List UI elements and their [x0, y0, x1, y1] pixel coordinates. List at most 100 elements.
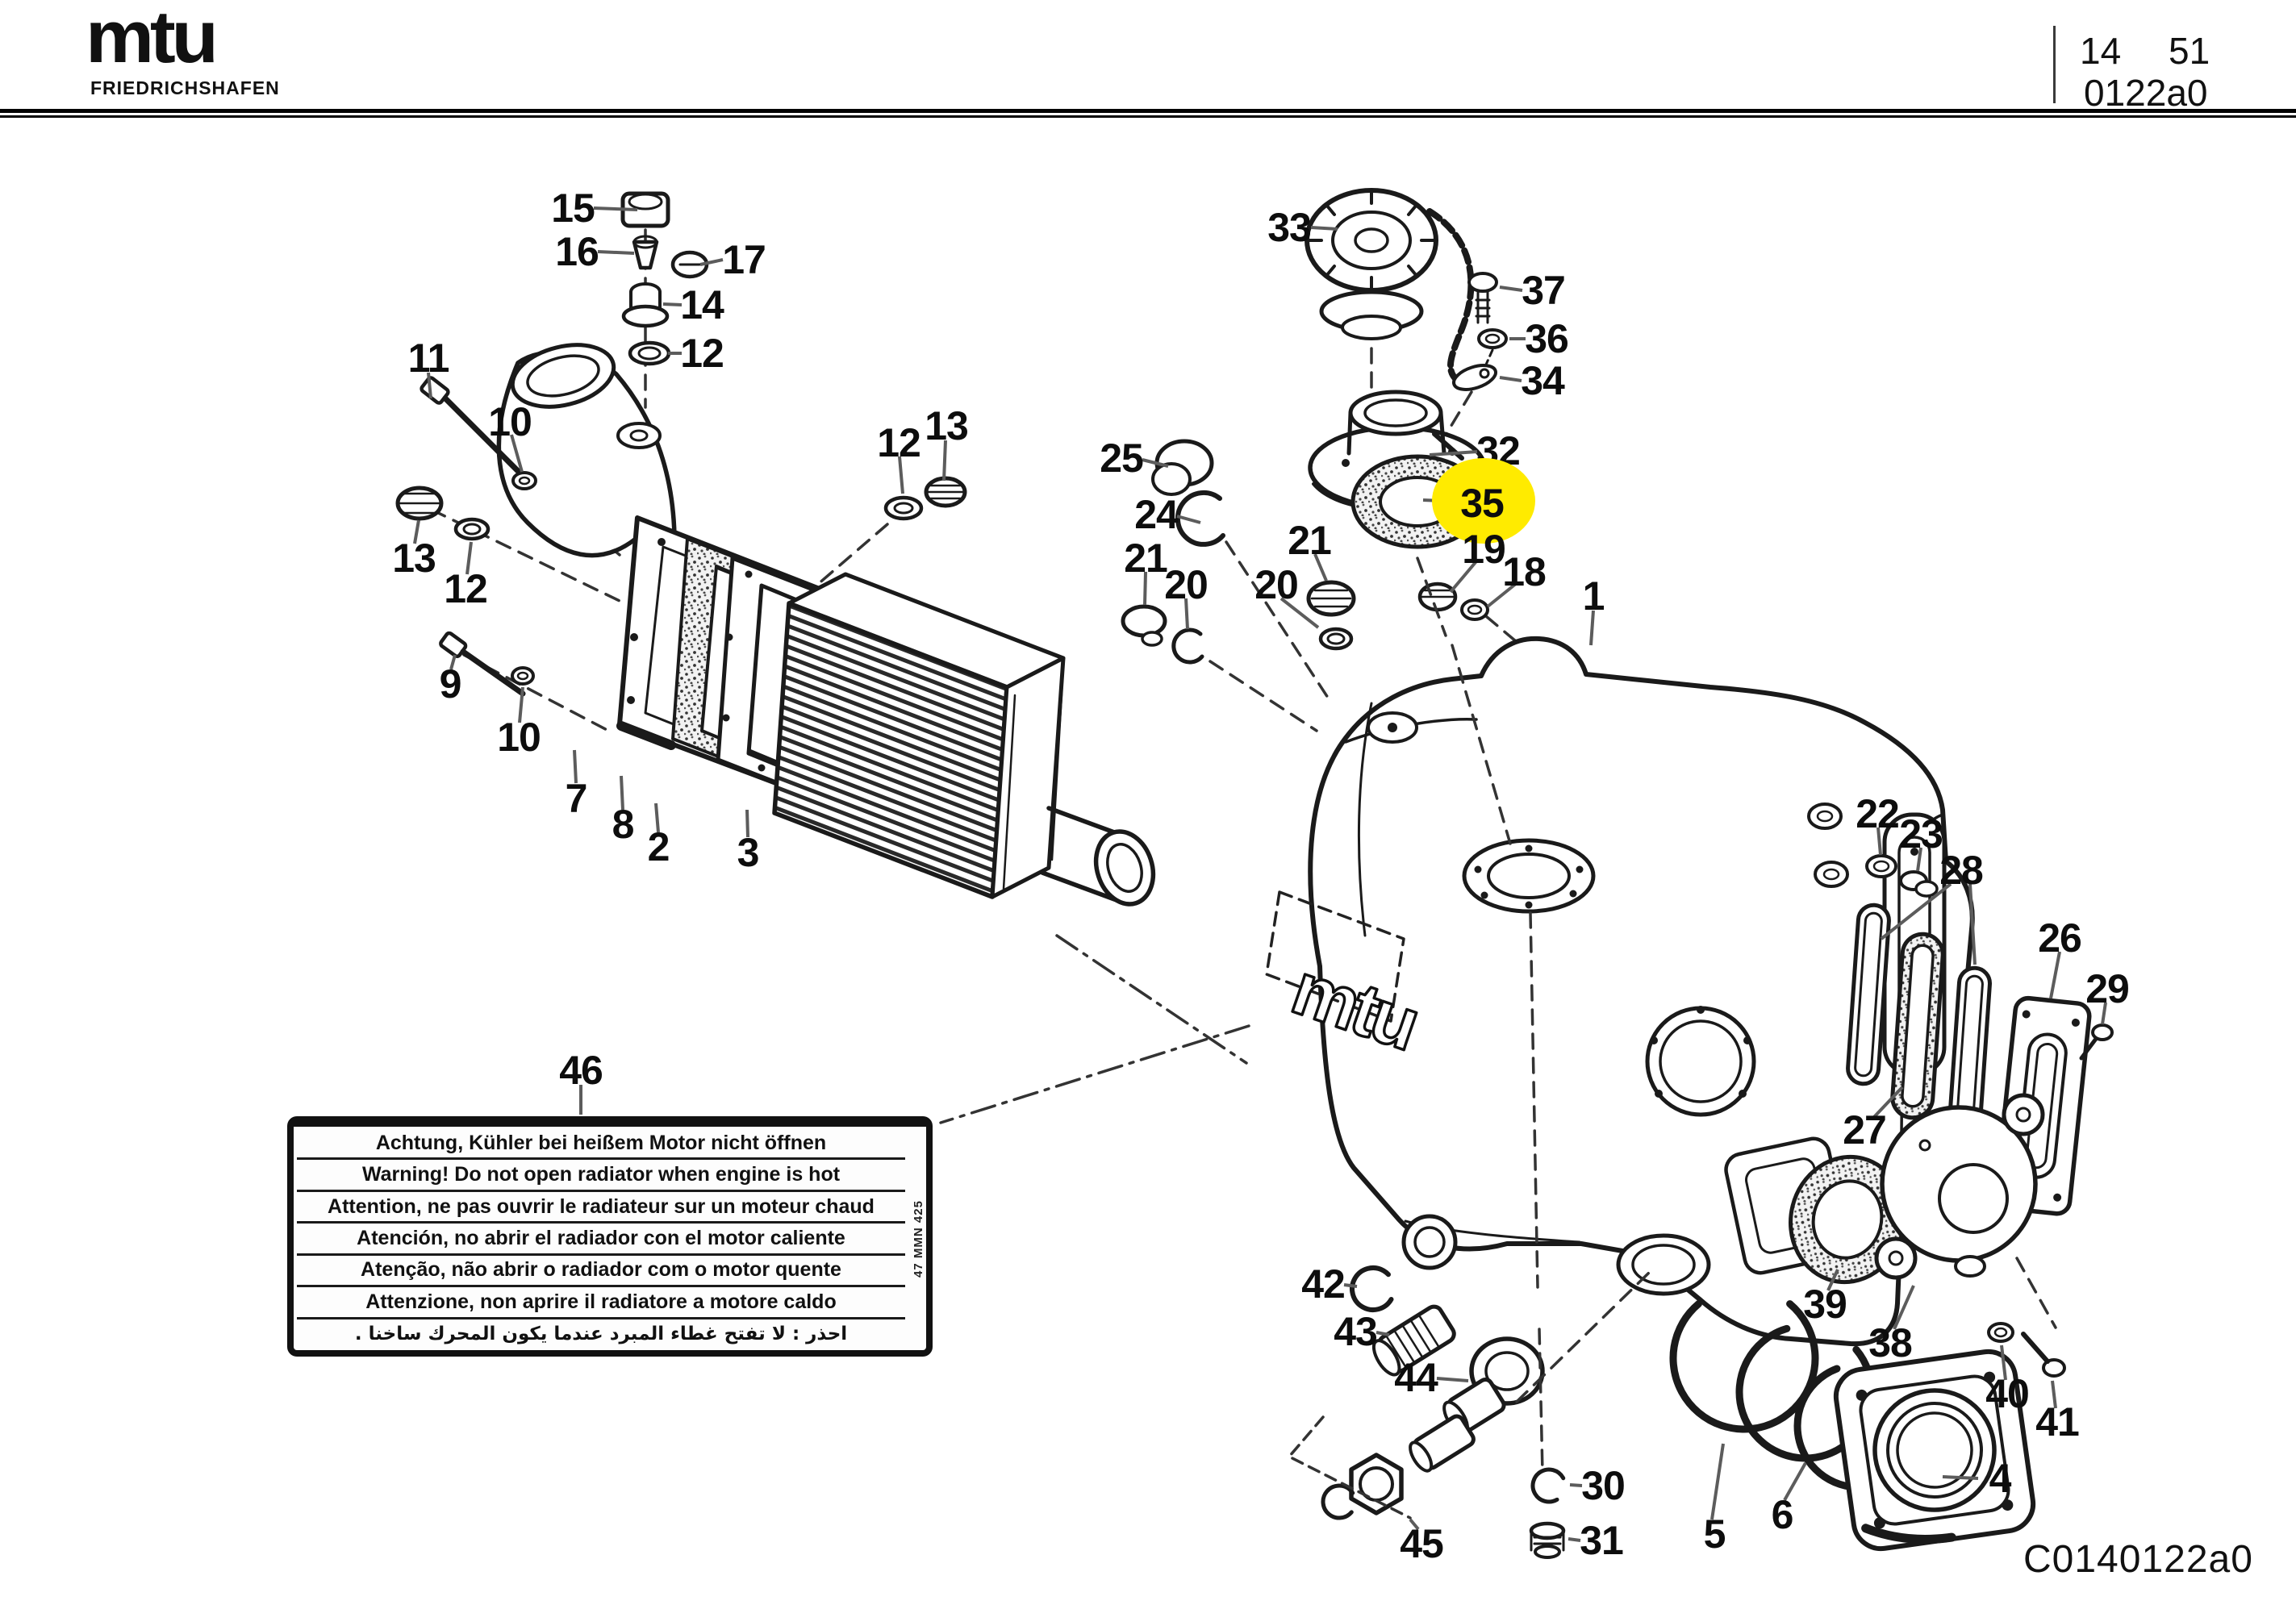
callout-17[interactable]: 17	[722, 237, 766, 282]
callout-20[interactable]: 20	[1254, 562, 1299, 607]
leader-line-24	[1176, 515, 1201, 524]
warning-line-ar: احذر : لا تفتح غطاء المبرد عندما يكون ال…	[354, 1323, 848, 1344]
callout-43[interactable]: 43	[1334, 1309, 1378, 1354]
callout-5[interactable]: 5	[1703, 1511, 1726, 1557]
callout-12[interactable]: 12	[877, 420, 921, 465]
callout-32[interactable]: 32	[1476, 428, 1521, 473]
leader-line-3	[745, 809, 749, 838]
callout-44[interactable]: 44	[1394, 1355, 1438, 1400]
callout-21[interactable]: 21	[1288, 518, 1332, 563]
leader-line-2	[654, 802, 660, 833]
callout-21[interactable]: 21	[1124, 536, 1168, 581]
parts-oval-rings-27-28	[1846, 903, 1992, 1151]
callout-11[interactable]: 11	[407, 336, 450, 381]
leader-line-25	[1142, 458, 1169, 468]
part-screw-29	[2079, 1023, 2114, 1061]
callout-31[interactable]: 31	[1580, 1518, 1624, 1563]
leader-line-10	[518, 686, 524, 723]
leader-line-27	[1872, 1086, 1904, 1119]
leader-line-41	[2051, 1380, 2057, 1409]
callout-23[interactable]: 23	[1899, 811, 1943, 857]
callout-14[interactable]: 14	[680, 282, 724, 327]
leader-line-40	[2000, 1344, 2007, 1381]
callout-25[interactable]: 25	[1100, 436, 1144, 481]
callout-19[interactable]: 19	[1462, 527, 1506, 572]
footer-drawing-code: C0140122a0	[2023, 1538, 2253, 1581]
header-rule-thick	[0, 109, 2296, 113]
leader-line-17	[699, 258, 724, 266]
callout-13[interactable]: 13	[925, 403, 969, 448]
callout-39[interactable]: 39	[1803, 1282, 1847, 1327]
callout-9[interactable]: 9	[439, 661, 462, 707]
callout-34[interactable]: 34	[1521, 358, 1565, 403]
callout-37[interactable]: 37	[1522, 268, 1566, 313]
callout-12[interactable]: 12	[444, 566, 488, 611]
warning-line-pt: Atenção, não abrir o radiador com o moto…	[297, 1256, 905, 1288]
parts-30-31	[1529, 1467, 1568, 1559]
leader-line-12	[898, 456, 904, 494]
callout-13[interactable]: 13	[392, 536, 436, 581]
header-rule-thin	[0, 115, 2296, 118]
parts-mid-cluster	[1121, 439, 1489, 665]
callout-28[interactable]: 28	[1939, 848, 1984, 893]
leader-line-42	[1343, 1283, 1358, 1288]
callout-33[interactable]: 33	[1267, 205, 1312, 250]
callout-24[interactable]: 24	[1134, 492, 1179, 537]
callout-27[interactable]: 27	[1843, 1107, 1887, 1153]
leader-line-34	[1499, 376, 1522, 382]
parts-left-fasteners	[395, 376, 537, 697]
callout-8[interactable]: 8	[612, 802, 635, 847]
callout-10[interactable]: 10	[497, 715, 541, 760]
callout-45[interactable]: 45	[1400, 1521, 1444, 1566]
warning-line-fr: Attention, ne pas ouvrir le radiateur su…	[297, 1192, 905, 1224]
leader-line-1	[1589, 610, 1595, 646]
callout-36[interactable]: 36	[1525, 316, 1569, 361]
callout-6[interactable]: 6	[1771, 1492, 1794, 1537]
leader-line-37	[1499, 286, 1523, 292]
callout-42[interactable]: 42	[1301, 1261, 1346, 1307]
callout-46[interactable]: 46	[559, 1048, 603, 1093]
callout-16[interactable]: 16	[555, 229, 599, 274]
part-cover-38	[1874, 1093, 2045, 1280]
leader-line-6	[1783, 1462, 1807, 1501]
callout-29[interactable]: 29	[2085, 966, 2130, 1011]
callout-18[interactable]: 18	[1502, 549, 1547, 594]
parts-15-16-17-14-12	[620, 191, 709, 366]
callout-2[interactable]: 2	[647, 824, 670, 869]
callout-15[interactable]: 15	[551, 186, 595, 231]
warning-line-it: Attenzione, non aprire il radiatore a mo…	[297, 1287, 905, 1319]
leader-line-20	[1279, 597, 1320, 629]
callout-3[interactable]: 3	[737, 830, 760, 875]
callout-26[interactable]: 26	[2038, 915, 2082, 961]
leader-line-23	[1916, 847, 1922, 872]
header-drawing-code: 0122a0	[2084, 72, 2208, 114]
page-number-left: 14	[2080, 30, 2122, 72]
warning-line-de: Achtung, Kühler bei heißem Motor nicht ö…	[297, 1128, 905, 1161]
leader-line-11	[427, 372, 432, 399]
callout-35[interactable]: 35	[1460, 481, 1505, 526]
callout-1[interactable]: 1	[1582, 573, 1605, 619]
callout-4[interactable]: 4	[1989, 1456, 2012, 1501]
callout-20[interactable]: 20	[1164, 562, 1209, 607]
callout-12[interactable]: 12	[680, 331, 724, 376]
leader-line-35	[1422, 498, 1462, 503]
leader-line-30	[1569, 1483, 1583, 1487]
callout-40[interactable]: 40	[1985, 1371, 2030, 1416]
warning-line-en: Warning! Do not open radiator when engin…	[297, 1160, 905, 1192]
parts-40-41	[1987, 1322, 2066, 1378]
callout-38[interactable]: 38	[1868, 1320, 1913, 1365]
leader-line-43	[1376, 1331, 1390, 1336]
callout-41[interactable]: 41	[2035, 1399, 2080, 1444]
leader-line-13	[942, 440, 947, 482]
callout-7[interactable]: 7	[565, 776, 588, 821]
callout-22[interactable]: 22	[1856, 791, 1900, 836]
callout-10[interactable]: 10	[488, 399, 532, 444]
callout-30[interactable]: 30	[1581, 1463, 1626, 1508]
leader-line-21	[1143, 571, 1147, 606]
leader-line-15	[593, 206, 638, 211]
mtu-logo-subtitle: FRIEDRICHSHAFEN	[90, 77, 280, 98]
leader-line-18	[1486, 582, 1518, 608]
leader-line-28	[1968, 883, 1977, 965]
leader-line-38	[1893, 1285, 1915, 1330]
leader-line-4	[1942, 1475, 1979, 1480]
